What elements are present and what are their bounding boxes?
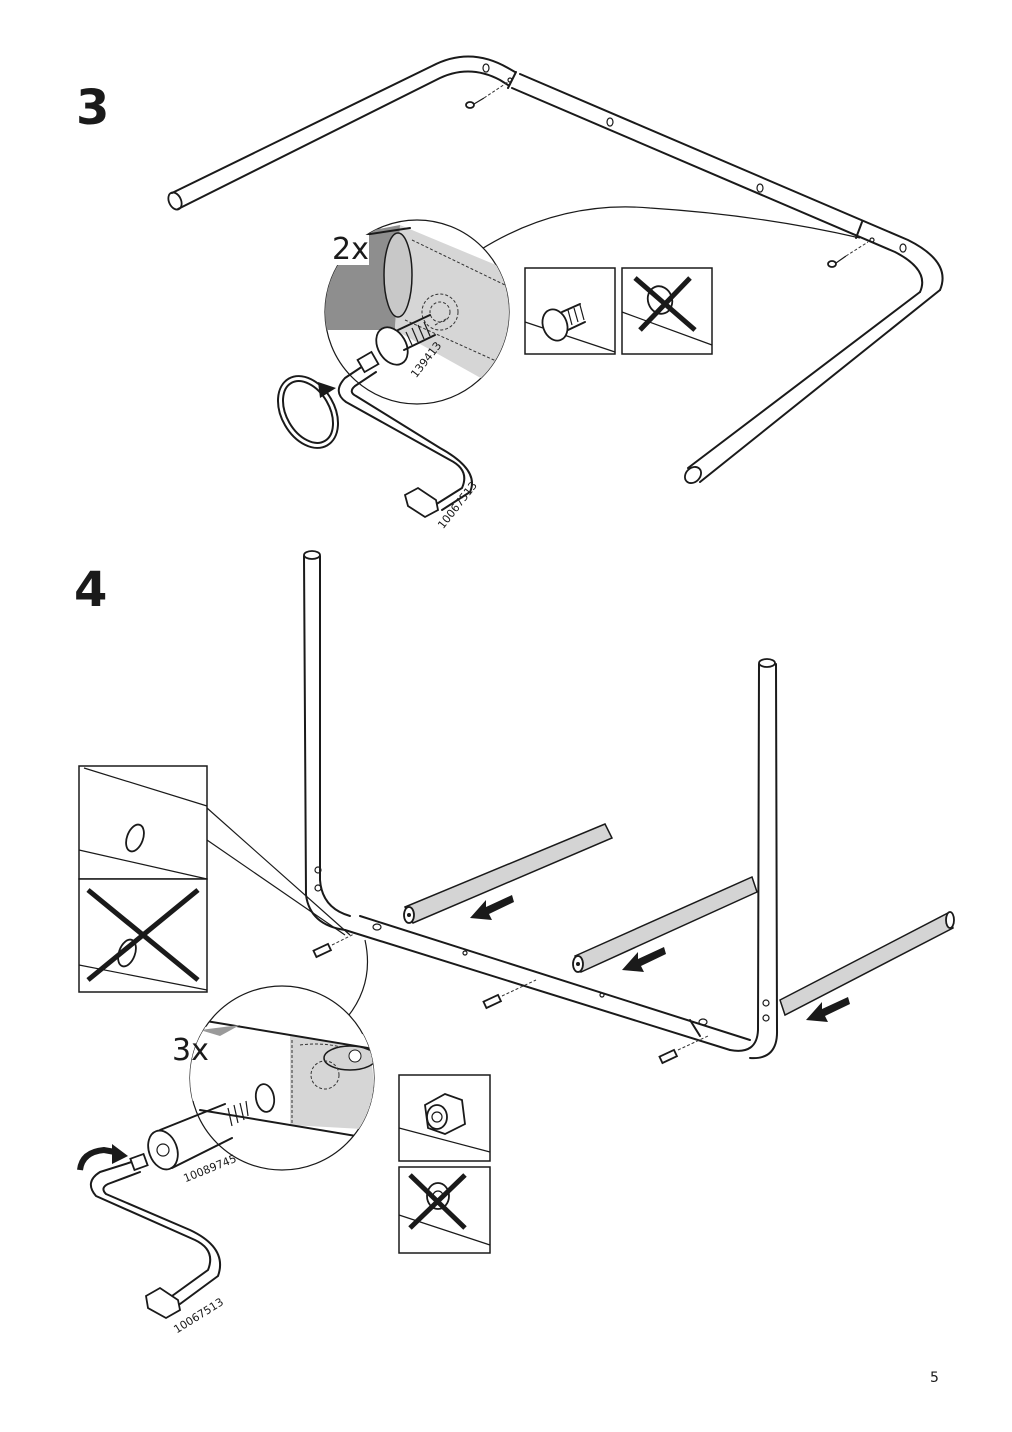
step-3-number: 3 bbox=[76, 80, 110, 136]
step4-bolt-detail bbox=[147, 1083, 276, 1171]
step3-allen-key bbox=[337, 350, 473, 519]
step3-rotate-arrow-icon bbox=[277, 375, 339, 449]
step4-arrow-icon bbox=[470, 895, 850, 1022]
step4-socket-correct-box bbox=[398, 1074, 491, 1162]
step3-screw-top bbox=[465, 81, 509, 109]
step4-detail-circle bbox=[189, 985, 375, 1171]
step3-screw-right bbox=[827, 241, 869, 268]
step4-gray-tube-back bbox=[403, 823, 614, 924]
step4-bottom-rail bbox=[344, 915, 751, 1051]
step4-left-leg bbox=[303, 550, 351, 931]
step-4-quantity: 3x bbox=[172, 1033, 209, 1068]
step4-incorrect-box bbox=[78, 878, 208, 993]
step4-gray-tube-front bbox=[779, 911, 955, 1017]
page-number: 5 bbox=[930, 1370, 939, 1386]
step4-rotate-arrow-icon bbox=[77, 1144, 128, 1171]
step3-frame-tube bbox=[167, 55, 944, 484]
step4-right-leg bbox=[729, 658, 779, 1060]
step3-incorrect-box bbox=[621, 267, 713, 355]
step4-gray-tube-middle bbox=[572, 875, 758, 974]
step3-screw-detail bbox=[375, 314, 449, 366]
step4-bolt-icon bbox=[312, 933, 709, 1065]
step-3-quantity: 2x bbox=[332, 232, 369, 267]
step4-correct-box bbox=[78, 765, 208, 880]
step-4-number: 4 bbox=[74, 562, 108, 618]
step3-correct-box bbox=[524, 267, 616, 355]
step4-allen-key bbox=[89, 1152, 222, 1320]
step4-socket-incorrect-box bbox=[398, 1166, 491, 1254]
